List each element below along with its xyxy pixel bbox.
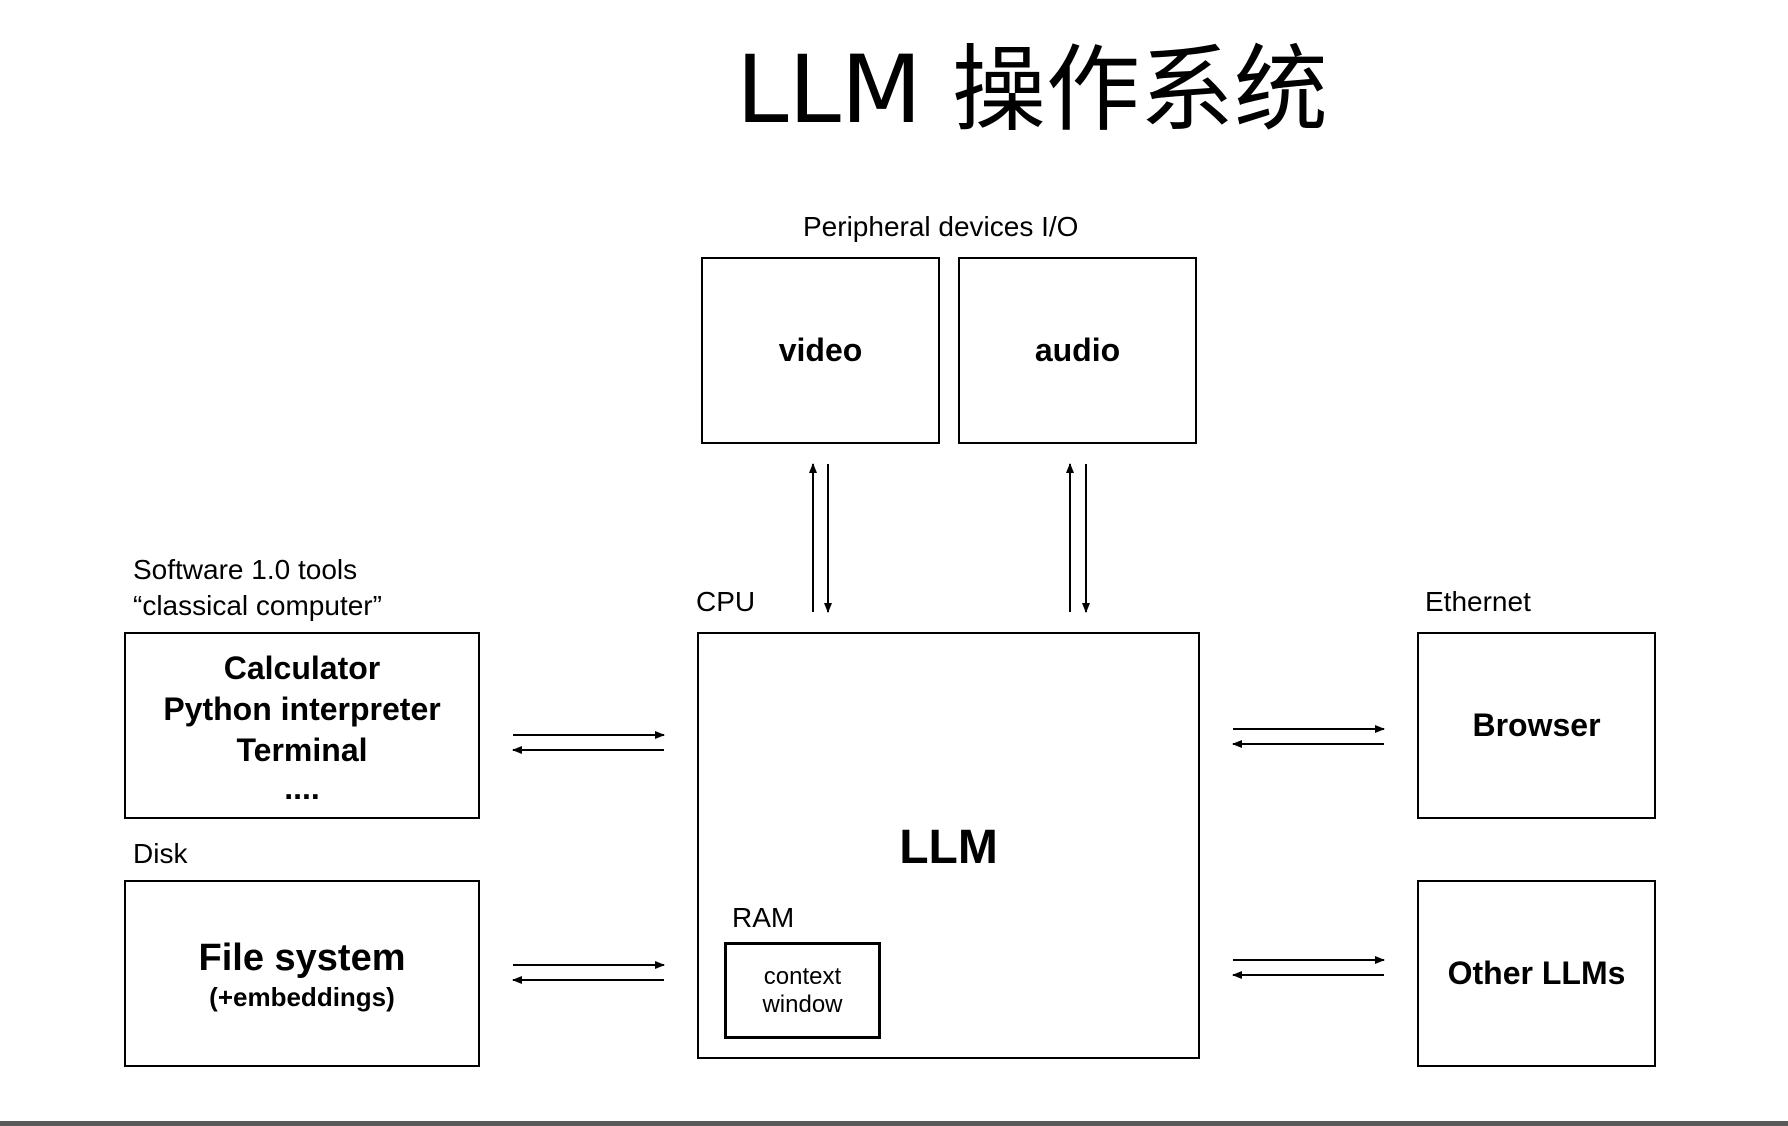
disk-cpu-arrows <box>512 961 665 984</box>
window-label: window <box>762 990 843 1018</box>
llm-cpu-box <box>697 632 1200 1059</box>
tool-more: .... <box>284 770 320 806</box>
context-window-box: context window <box>724 942 881 1039</box>
tool-terminal: Terminal <box>236 732 368 768</box>
ram-caption: RAM <box>732 902 795 933</box>
video-label: video <box>778 332 863 368</box>
software-cpu-arrows <box>512 731 665 754</box>
tool-calculator: Calculator <box>223 650 381 686</box>
browser-label: Browser <box>1472 707 1601 743</box>
cpu-caption: CPU <box>696 586 756 617</box>
disk-caption: Disk <box>133 838 188 869</box>
context-label: context <box>763 962 842 990</box>
software-tools-box: Calculator Python interpreter Terminal .… <box>124 632 480 819</box>
tool-python-interpreter: Python interpreter <box>163 691 441 727</box>
llm-label: LLM <box>899 821 998 874</box>
page-title: LLM 操作系统 <box>736 36 1328 145</box>
audio-cpu-arrows <box>1066 463 1090 613</box>
other-llms-box: Other LLMs <box>1417 880 1656 1067</box>
file-system-box: File system (+embeddings) <box>124 880 480 1067</box>
peripheral-caption: Peripheral devices I/O <box>803 211 1079 242</box>
software-caption-line2: “classical computer” <box>133 590 382 621</box>
software-caption-line1: Software 1.0 tools <box>133 554 358 585</box>
cpu-other-llms-arrows <box>1232 956 1385 979</box>
embeddings-label: (+embeddings) <box>209 981 395 1012</box>
ethernet-caption: Ethernet <box>1425 586 1531 617</box>
audio-label: audio <box>1034 332 1121 368</box>
audio-box: audio <box>958 257 1197 444</box>
cpu-browser-arrows <box>1232 725 1385 748</box>
file-system-label: File system <box>198 936 406 979</box>
bottom-divider <box>0 1121 1788 1126</box>
video-box: video <box>701 257 940 444</box>
video-cpu-arrows <box>809 463 832 613</box>
browser-box: Browser <box>1417 632 1656 819</box>
other-llms-label: Other LLMs <box>1447 955 1626 991</box>
